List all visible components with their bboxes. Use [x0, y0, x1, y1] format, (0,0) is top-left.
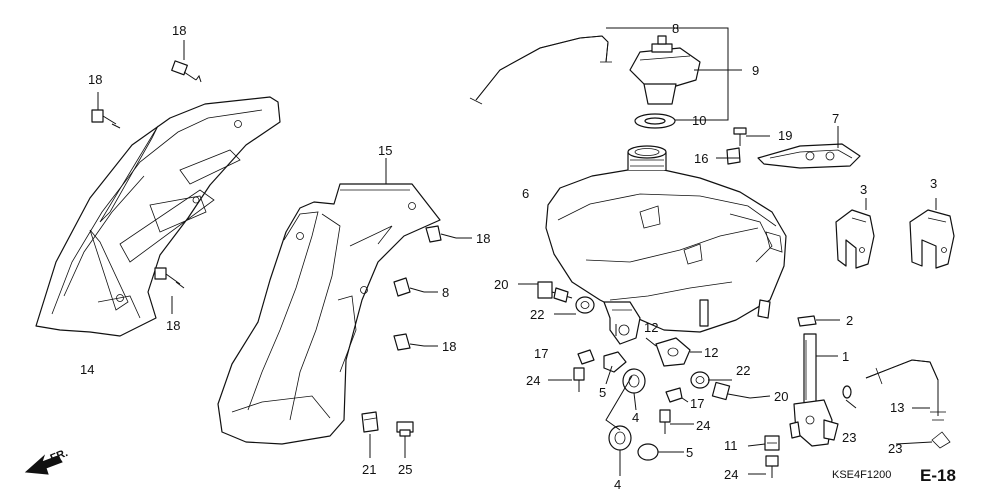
callout-23: 23	[842, 430, 856, 445]
front-arrow-icon	[24, 454, 63, 475]
callout-15: 15	[378, 143, 392, 158]
callout-21: 21	[362, 462, 376, 477]
callout-12: 12	[644, 320, 658, 335]
bolt-18-right-upper	[425, 225, 457, 243]
collar-5-lower	[637, 443, 684, 461]
fuel-valve	[789, 333, 839, 447]
callout-4: 4	[632, 410, 639, 425]
grommet-4-upper	[622, 368, 646, 394]
callout-17: 17	[534, 346, 548, 361]
bolt-18-right-lower	[393, 333, 425, 351]
callout-5: 5	[686, 445, 693, 460]
washer-22-right	[690, 371, 710, 389]
bolt-18-left-upper	[91, 109, 121, 129]
callout-11: 11	[724, 438, 738, 453]
right-shroud	[217, 183, 441, 445]
leader-lines	[97, 27, 937, 476]
callout-9: 9	[752, 63, 759, 78]
bolt-20-left	[537, 281, 573, 303]
bolt-19	[733, 127, 747, 146]
callout-18: 18	[476, 231, 490, 246]
bolt-18-left-lower	[154, 267, 185, 289]
callout-20: 20	[494, 277, 508, 292]
bolt-18-right-mid	[393, 277, 425, 297]
callout-18: 18	[166, 318, 180, 333]
bracket-12-right	[655, 337, 691, 367]
callout-25: 25	[398, 462, 412, 477]
callout-14: 14	[80, 362, 94, 377]
callout-5: 5	[599, 385, 606, 400]
callout-3: 3	[930, 176, 937, 191]
bolt-18-top	[171, 60, 202, 83]
fuel-hose-13	[865, 359, 946, 421]
left-shroud	[35, 96, 281, 337]
callout-18: 18	[88, 72, 102, 87]
screw-24-valve	[765, 455, 779, 478]
callout-3: 3	[860, 182, 867, 197]
collar-5-upper	[603, 351, 627, 373]
callout-24: 24	[526, 373, 540, 388]
collar-16	[726, 147, 741, 165]
clip-21	[361, 411, 379, 433]
cap-gasket	[634, 113, 676, 129]
breather-tube	[469, 35, 612, 105]
callout-19: 19	[778, 128, 792, 143]
bolt-24-right	[659, 409, 671, 434]
bolt-20-right	[711, 381, 751, 401]
callout-13: 13	[890, 400, 904, 415]
front-label: FR.	[49, 447, 70, 465]
callout-6: 6	[522, 186, 529, 201]
fuel-cap	[629, 35, 701, 105]
rubber-mount-3a	[835, 209, 875, 269]
callout-8: 8	[672, 21, 679, 36]
callout-12: 12	[704, 345, 718, 360]
valve-seal-2	[797, 315, 817, 327]
callout-8: 8	[442, 285, 449, 300]
callout-24: 24	[696, 418, 710, 433]
callout-10: 10	[692, 113, 706, 128]
fuel-tank	[545, 145, 787, 333]
clip-17-right	[665, 387, 683, 403]
callout-labels: 18 18 14 18 15 18 8 18 21 25 8 9 10 19 1…	[80, 21, 937, 492]
callout-22: 22	[530, 307, 544, 322]
clip-23-lower	[931, 431, 951, 449]
clip-17-left	[577, 349, 595, 365]
callout-20: 20	[774, 389, 788, 404]
callout-7: 7	[832, 111, 839, 126]
callout-24: 24	[724, 467, 738, 482]
bolt-24-left	[573, 367, 585, 392]
callout-2: 2	[846, 313, 853, 328]
tank-bracket-7	[757, 143, 861, 169]
washer-22-left	[575, 296, 595, 314]
section-code: E-18	[920, 466, 956, 485]
clip-23-upper	[842, 385, 852, 399]
callout-18: 18	[172, 23, 186, 38]
callout-23: 23	[888, 441, 902, 456]
callout-1: 1	[842, 349, 849, 364]
callout-18: 18	[442, 339, 456, 354]
callout-22: 22	[736, 363, 750, 378]
rubber-mount-3b	[909, 209, 955, 269]
screw-25	[396, 421, 414, 446]
callout-16: 16	[694, 151, 708, 166]
screw-11	[764, 435, 780, 451]
drawing-reference: KSE4F1200	[832, 469, 891, 481]
callout-4: 4	[614, 477, 621, 492]
bracket-12-left	[603, 301, 641, 345]
callout-17: 17	[690, 396, 704, 411]
